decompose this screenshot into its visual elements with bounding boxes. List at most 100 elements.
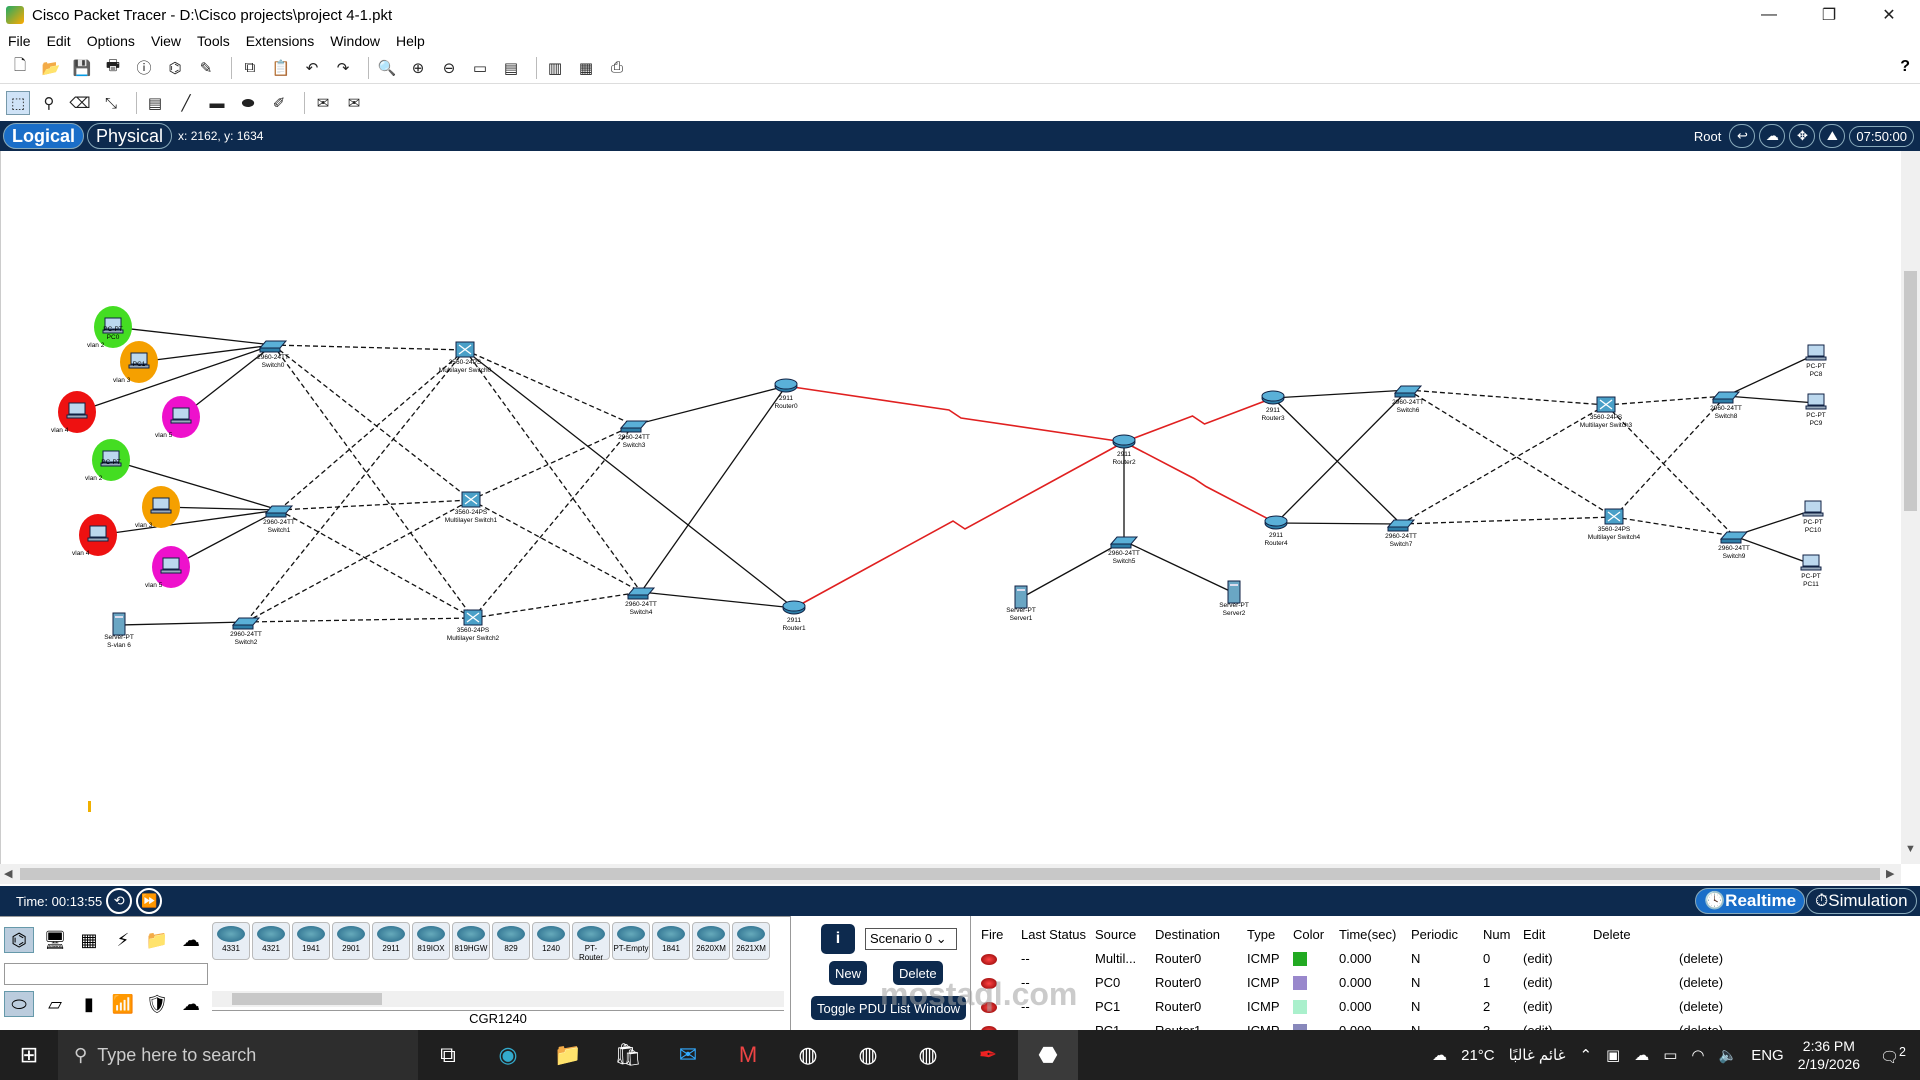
scroll-right-arrow[interactable]: ▶ [1886,868,1895,880]
connections-icon[interactable]: ⚡ [116,929,130,950]
tab-logical[interactable]: Logical [3,123,85,149]
switch-node[interactable] [626,587,656,600]
device-model-tile[interactable]: 819IOX [412,922,450,960]
device-model-tile[interactable]: 2620XM [692,922,730,960]
switches-icon[interactable]: ▱ [48,993,62,1014]
maximize-button[interactable]: ❐ [1821,7,1837,24]
complex-pdu-icon[interactable]: ✉ [347,95,361,112]
fire-pdu-icon[interactable] [977,946,1017,970]
pc-node[interactable] [170,407,192,424]
device-list-scrollbar-thumb[interactable] [232,993,382,1005]
router-node[interactable] [774,378,798,393]
network-link[interactable] [472,424,635,619]
miscellaneous-icon[interactable]: 📁 [145,929,169,950]
network-link[interactable] [272,344,474,619]
redo-icon[interactable]: ↷ [336,59,350,77]
switch-node[interactable] [1711,391,1741,404]
menu-tools[interactable]: Tools [197,33,230,49]
device-model-tile[interactable]: 819HGW [452,922,490,960]
paste-icon[interactable]: 📋 [271,59,291,77]
undo-icon[interactable]: ↶ [305,59,319,77]
device-model-tile[interactable]: 4331 [212,922,250,960]
tab-physical[interactable]: Physical [87,123,173,149]
cluster-cloud-icon[interactable]: ☁ [1759,124,1786,148]
network-link[interactable] [1725,353,1817,397]
gmail-icon[interactable]: M [738,1042,758,1067]
network-link[interactable] [1407,389,1607,406]
weather-icon[interactable]: ☁ [1432,1047,1448,1064]
mlswitch-node[interactable] [1604,508,1624,525]
select-icon[interactable]: ⬚ [6,91,30,115]
network-link[interactable] [97,509,280,536]
network-link[interactable] [112,326,274,346]
network-link[interactable] [1400,404,1607,525]
outlook-icon[interactable]: ✉ [678,1042,698,1067]
weather-text[interactable]: غائم غالبًا [1508,1047,1566,1064]
end-devices-icon[interactable]: 🖥 [43,929,67,950]
network-link[interactable] [278,349,466,511]
pc-node[interactable] [1805,344,1827,361]
switch-node[interactable] [619,420,649,433]
zoom-in-icon[interactable]: 🔍 [377,59,397,77]
pc-node[interactable] [87,525,109,542]
realtime-mode-button[interactable]: 🕓Realtime [1695,888,1806,914]
ellipse-icon[interactable]: ⬬ [241,94,255,112]
freeform-icon[interactable]: ✐ [272,95,286,112]
copy-icon[interactable]: ⧉ [244,59,256,76]
network-link[interactable] [118,621,247,626]
new-scenario-button[interactable]: New [829,961,868,985]
horizontal-scrollbar-thumb[interactable] [20,868,1880,880]
info-icon[interactable]: ⓘ [136,60,152,77]
fire-pdu-icon[interactable] [977,970,1017,994]
network-link[interactable] [1613,395,1727,518]
new-file-icon[interactable]: 🗋 [13,57,27,74]
device-list-scrollbar[interactable] [212,991,784,1007]
pdu-delete-link[interactable]: (delete) [1679,950,1724,966]
store-icon[interactable]: 🛍 [614,1042,642,1067]
pdu-delete-link[interactable]: (delete) [1679,974,1724,990]
fire-icon[interactable] [981,953,997,965]
menu-edit[interactable]: Edit [46,33,71,49]
fire-icon[interactable] [981,1001,997,1013]
pc-node[interactable] [160,557,182,574]
onedrive-icon[interactable]: ☁ [1634,1047,1650,1064]
switch-node[interactable] [264,505,294,518]
network-link[interactable] [1123,540,1235,594]
device-model-tile[interactable]: 2621XM [732,922,770,960]
zoom-reset-icon[interactable]: ⊕ [411,59,425,77]
viewport-icon[interactable]: ▥ [547,59,563,77]
server-node[interactable] [1227,580,1241,604]
open-folder-icon[interactable]: 📂 [41,59,61,77]
pdu-edit-link[interactable]: (edit) [1523,950,1553,966]
fire-pdu-icon[interactable] [977,994,1017,1018]
vertical-scrollbar-thumb[interactable] [1904,271,1917,511]
network-link[interactable] [1020,540,1125,599]
inspect-icon[interactable]: ⚲ [43,95,55,112]
rectangle-icon[interactable]: ▬ [209,94,225,112]
vertical-scrollbar[interactable]: ▼ [1901,151,1920,864]
serial-link[interactable] [1123,397,1274,443]
multiuser-icon[interactable]: ☁ [182,929,200,950]
network-link[interactable] [464,349,795,609]
move-object-icon[interactable]: ✥ [1789,124,1816,148]
network-link[interactable] [633,385,787,426]
device-model-tile[interactable]: 2911 [372,922,410,960]
network-link[interactable] [640,385,787,593]
line-icon[interactable]: ╱ [181,95,191,112]
router-node[interactable] [1261,390,1285,405]
router-node[interactable] [1112,434,1136,449]
taskbar-search-input[interactable]: ⚲Type here to search [58,1030,418,1080]
switch-node[interactable] [1109,536,1139,549]
device-model-tile[interactable]: 1240 [532,922,570,960]
file-explorer-icon[interactable]: 📁 [554,1042,582,1067]
device-model-tile[interactable]: 2901 [332,922,370,960]
network-link[interactable] [110,459,280,511]
network-link[interactable] [76,344,274,413]
mlswitch-node[interactable] [455,341,475,358]
device-search-input[interactable] [4,963,208,985]
components-icon[interactable]: ▦ [80,929,98,950]
network-link[interactable] [1407,389,1615,518]
edge-icon[interactable]: ◉ [498,1042,518,1067]
